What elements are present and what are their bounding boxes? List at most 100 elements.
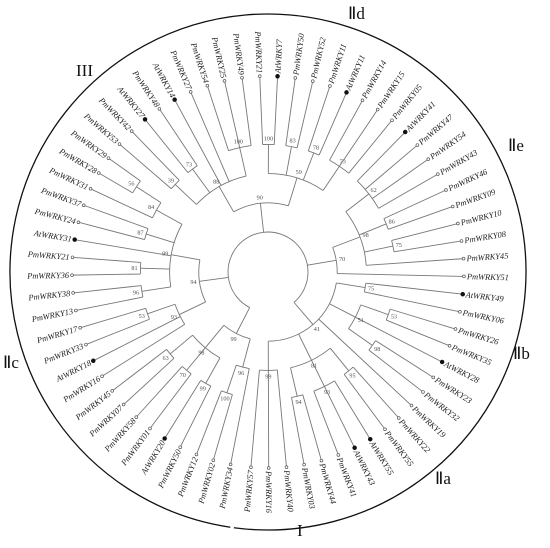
leaf-label: PmWRKY16 <box>264 470 273 514</box>
bootstrap-value: 59 <box>296 169 302 176</box>
branch-radial <box>196 390 222 455</box>
open-circle-marker <box>431 375 436 380</box>
branch-radial <box>298 333 312 361</box>
bootstrap-value: 70 <box>180 372 186 379</box>
open-circle-marker <box>462 274 466 279</box>
branch-arc <box>169 224 183 287</box>
leaf-label: PmWRKY52 <box>309 37 328 81</box>
bootstrap-value: 70 <box>339 256 345 263</box>
bootstrap-value: 93 <box>171 314 177 321</box>
bootstrap-value: 86 <box>389 219 395 226</box>
clade-labels: I Ⅱa Ⅱb Ⅱc III Ⅱd Ⅱe <box>3 4 530 540</box>
branch-radial <box>199 276 229 282</box>
leaf-label: PmWRKY08 <box>463 230 508 246</box>
bootstrap-value: 51 <box>358 317 364 324</box>
branch-radial <box>259 203 265 233</box>
branch-radial <box>204 325 225 349</box>
branch-radial <box>322 165 340 191</box>
branch-arc <box>313 380 335 392</box>
open-circle-marker <box>249 465 253 470</box>
bootstrap-value: 99 <box>200 386 206 393</box>
branch-radial <box>290 367 298 397</box>
filled-circle-marker <box>72 237 77 242</box>
clade-bracket-arc <box>439 79 527 290</box>
branch-radial <box>226 365 237 393</box>
leaf-label: PmWRKY37 <box>39 186 83 209</box>
filled-circle-marker <box>460 291 465 297</box>
leaf-label: AtWRKY31 <box>32 229 72 244</box>
branch-arc <box>383 218 389 230</box>
clade-bracket-arc <box>55 418 231 528</box>
branch-radial <box>329 347 350 372</box>
leaf-label: PmWRKY50 <box>291 32 306 77</box>
branch-radial <box>307 85 331 152</box>
open-circle-marker <box>76 220 81 224</box>
branch-radial <box>313 390 339 456</box>
bootstrap-value: 73 <box>186 161 192 168</box>
bootstrap-value: 96 <box>238 370 244 377</box>
bootstrap-value: 94 <box>295 399 301 406</box>
branch-radial <box>146 233 175 244</box>
branch-radial <box>159 108 198 167</box>
open-circle-marker <box>311 79 315 83</box>
bootstrap-value: 90 <box>257 194 263 201</box>
open-circle-marker <box>328 84 332 88</box>
leaf-label: PmWRKY11 <box>327 43 349 86</box>
branch-radial <box>364 144 418 190</box>
branch-radial <box>230 368 250 465</box>
bootstrap-value: 96 <box>133 289 139 296</box>
branch-radial <box>90 188 153 219</box>
open-circle-marker <box>84 342 88 347</box>
open-circle-marker <box>383 427 387 432</box>
branch-radial <box>348 119 393 174</box>
branch-radial <box>156 209 183 225</box>
leaf-label: PmWRKY26 <box>456 326 500 347</box>
open-circle-marker <box>81 203 86 208</box>
open-circle-marker <box>397 416 401 420</box>
bootstrap-value: 73 <box>340 158 346 165</box>
open-circle-marker <box>74 308 78 313</box>
open-circle-marker <box>100 374 104 379</box>
branch-radial <box>343 374 386 430</box>
open-circle-marker <box>205 83 210 88</box>
branch-radial <box>348 328 373 346</box>
leaf-label: PmWRKY45 <box>465 251 508 263</box>
clade-label-iib: Ⅱb <box>513 344 530 363</box>
open-circle-marker <box>148 426 152 431</box>
bootstrap-value: 78 <box>313 144 319 151</box>
open-circle-marker <box>117 142 122 146</box>
branch-radial <box>372 158 429 199</box>
branch-arc <box>228 145 252 152</box>
branch-radial <box>149 373 192 429</box>
open-circle-marker <box>426 157 431 161</box>
filled-circle-marker <box>439 359 445 365</box>
open-circle-marker <box>157 107 162 111</box>
branch-arc <box>268 282 337 342</box>
open-circle-marker <box>70 273 74 277</box>
clade-bracket-arc <box>64 14 246 114</box>
branch-radial <box>285 146 292 176</box>
leaf-label: PmWRKY34 <box>218 467 235 511</box>
branch-radial <box>74 239 172 257</box>
leaf-label: PmWRKY02 <box>196 462 217 506</box>
branch-radial <box>79 307 146 329</box>
open-circle-marker <box>121 402 126 407</box>
leaf-label: PmWRKY21 <box>253 30 264 73</box>
bootstrap-value: 100 <box>234 139 243 146</box>
leaf-label: PmWRKY40 <box>282 469 295 513</box>
bootstrap-value: 98 <box>198 349 204 356</box>
open-circle-marker <box>266 466 271 470</box>
bootstrap-value: 75 <box>396 242 402 249</box>
branch-radial <box>375 340 434 378</box>
bootstrap-value: 53 <box>391 314 397 321</box>
open-circle-marker <box>211 458 216 462</box>
branch-radial <box>242 338 251 368</box>
clade-bracket-arc <box>233 289 527 531</box>
branch-radial <box>352 366 400 419</box>
bootstrap-value: 81 <box>311 363 317 370</box>
leaf-label: AtWRKY7 <box>273 38 284 74</box>
open-circle-marker <box>178 445 182 449</box>
filled-circle-marker <box>172 97 177 102</box>
branch-radial <box>318 318 412 406</box>
branch-radial <box>291 397 305 465</box>
